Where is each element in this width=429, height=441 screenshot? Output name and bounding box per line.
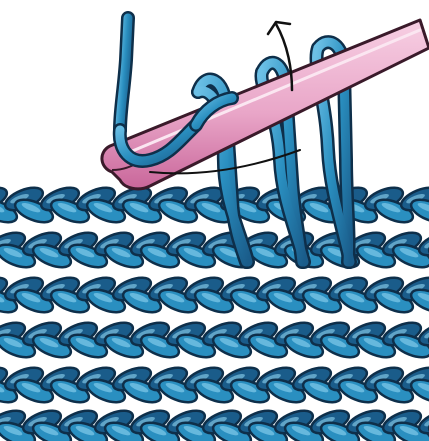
crochet-fabric [0,183,429,441]
